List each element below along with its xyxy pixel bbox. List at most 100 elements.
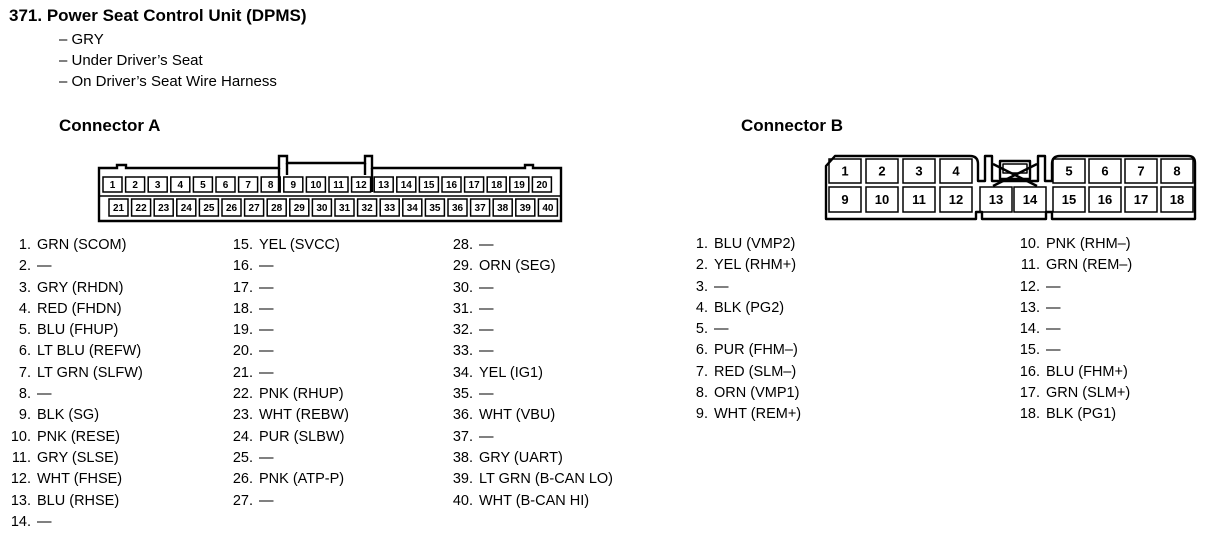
connector-b-pin-9-label: 9 <box>841 192 848 207</box>
connector-a-pin-35-cell <box>424 198 446 217</box>
pin-number: 2. <box>18 258 31 275</box>
pin-number: 7. <box>695 363 708 380</box>
connector-a-pin-31-label: 31 <box>339 203 351 214</box>
pin-entry: 24.PUR (SLBW) <box>226 427 349 448</box>
connector-a-pin-24-cell <box>176 198 197 217</box>
connector-a-pin-26-label: 26 <box>226 203 238 214</box>
pin-wire-label: WHT (VBU) <box>479 407 556 424</box>
pin-entry: 5.BLU (FHUP) <box>9 320 143 341</box>
connector-a-pin-40-label: 40 <box>542 203 554 214</box>
pin-entry: 13.— <box>1013 298 1132 319</box>
pin-number: 34. <box>452 364 473 381</box>
connector-a-pinlist-col3: 28.—29.ORN (SEG)30.—31.—32.—33.—34.YEL (… <box>446 235 613 512</box>
connector-a-pin-33-cell <box>379 198 400 217</box>
connector-b-pin-15-cell <box>1052 186 1086 213</box>
pin-number: 4. <box>695 299 708 316</box>
pin-wire-label: PNK (RESE) <box>37 428 120 445</box>
pin-entry: 1.GRN (SCOM) <box>9 235 143 256</box>
connector-a-pin-35-label: 35 <box>429 203 441 214</box>
pin-entry: 3.— <box>692 277 801 298</box>
connector-a-pinlist-col2: 15.YEL (SVCC)16.—17.—18.—19.—20.—21.—22.… <box>226 235 349 512</box>
pin-entry: 32.— <box>446 320 613 341</box>
pin-wire-label: — <box>259 258 274 275</box>
pin-number: 28. <box>452 237 473 253</box>
pin-entry: 22.PNK (RHUP) <box>226 384 349 405</box>
connector-b-pin-10-cell <box>865 186 899 213</box>
connector-b-pin-11-cell <box>902 186 936 213</box>
connector-b-pin-11-label: 11 <box>912 192 926 207</box>
component-name: Power Seat Control Unit (DPMS) <box>46 6 307 25</box>
connector-a-pin-12-label: 12 <box>356 180 368 191</box>
connector-a-pin-39-label: 39 <box>520 203 532 214</box>
pin-wire-label: — <box>714 321 729 338</box>
pin-entry: 11.GRY (SLSE) <box>9 448 143 469</box>
pin-wire-label: — <box>37 513 52 530</box>
pin-wire-label: YEL (SVCC) <box>259 237 340 253</box>
connector-a-pin-1-cell <box>102 176 123 193</box>
pin-wire-label: PNK (RHM–) <box>1046 236 1131 252</box>
pin-number: 10. <box>10 428 31 445</box>
pin-wire-label: — <box>1046 278 1061 295</box>
pin-entry: 20.— <box>226 341 349 362</box>
connector-a-pin-14-label: 14 <box>401 180 413 191</box>
connector-a-pin-4-label: 4 <box>178 180 184 191</box>
pin-number: 15. <box>1019 342 1040 359</box>
pin-wire-label: — <box>479 237 494 253</box>
pin-entry: 39.LT GRN (B-CAN LO) <box>446 469 613 490</box>
pin-entry: 11.GRN (REM–) <box>1013 255 1132 276</box>
connector-b-pin-16-label: 16 <box>1098 192 1112 207</box>
pin-wire-label: — <box>479 300 494 317</box>
pin-number: 38. <box>452 449 473 466</box>
pin-number: 5. <box>18 322 31 339</box>
pin-number: 8. <box>695 385 708 402</box>
pin-entry: 9.BLK (SG) <box>9 405 143 426</box>
connector-b-pin-6-cell <box>1088 158 1122 184</box>
pin-entry: 36.WHT (VBU) <box>446 405 613 426</box>
pin-entry: 21.— <box>226 363 349 384</box>
connector-a-pin-36-label: 36 <box>452 203 464 214</box>
pin-entry: 18.— <box>226 299 349 320</box>
pin-number: 19. <box>232 322 253 339</box>
pin-wire-label: — <box>259 343 274 360</box>
pin-wire-label: PUR (FHM–) <box>714 342 798 359</box>
detail-harness: – On Driver’s Seat Wire Harness <box>59 73 277 90</box>
connector-a-pin-19-label: 19 <box>514 180 526 191</box>
pin-wire-label: — <box>37 258 52 275</box>
connector-a-pin-15-label: 15 <box>423 180 435 191</box>
pin-number: 35. <box>452 386 473 403</box>
connector-a-pin-40-cell <box>537 198 559 217</box>
connector-a-pin-4-cell <box>170 176 191 193</box>
connector-b-pin-8-label: 8 <box>1173 164 1180 179</box>
connector-a-pin-20-label: 20 <box>536 180 548 191</box>
pin-wire-label: LT GRN (SLFW) <box>37 364 143 381</box>
pin-wire-label: WHT (B-CAN HI) <box>479 492 590 509</box>
connector-a-pin-12-cell <box>350 176 372 193</box>
pin-number: 13. <box>10 492 31 509</box>
connector-a-pin-11-label: 11 <box>333 180 344 191</box>
pin-entry: 19.— <box>226 320 349 341</box>
pin-wire-label: PNK (RHUP) <box>259 386 344 403</box>
pin-entry: 14.— <box>9 512 143 533</box>
pin-entry: 3.GRY (RHDN) <box>9 278 143 299</box>
pin-entry: 27.— <box>226 491 349 512</box>
pin-entry: 4.RED (FHDN) <box>9 299 143 320</box>
pin-number: 3. <box>695 278 708 295</box>
pin-number: 12. <box>10 471 31 488</box>
connector-b-pin-12-label: 12 <box>949 192 963 207</box>
pin-wire-label: WHT (FHSE) <box>37 471 123 488</box>
connector-a-pin-27-label: 27 <box>249 203 261 214</box>
pin-entry: 14.— <box>1013 319 1132 340</box>
connector-b-pinlist-col1: 1.BLU (VMP2)2.YEL (RHM+)3.—4.BLK (PG2)5.… <box>692 234 801 426</box>
pin-number: 33. <box>452 343 473 360</box>
connector-a-pin-33-label: 33 <box>384 203 396 214</box>
pin-wire-label: PNK (ATP-P) <box>259 471 345 488</box>
connector-b-pin-1-cell <box>828 158 862 184</box>
connector-a-pin-30-cell <box>311 198 333 217</box>
pin-wire-label: LT BLU (REFW) <box>37 343 142 360</box>
pin-number: 7. <box>18 364 31 381</box>
pin-number: 18. <box>1019 406 1040 423</box>
pin-entry: 33.— <box>446 341 613 362</box>
pin-number: 31. <box>452 300 473 317</box>
connector-b-pin-18-cell <box>1160 186 1194 213</box>
